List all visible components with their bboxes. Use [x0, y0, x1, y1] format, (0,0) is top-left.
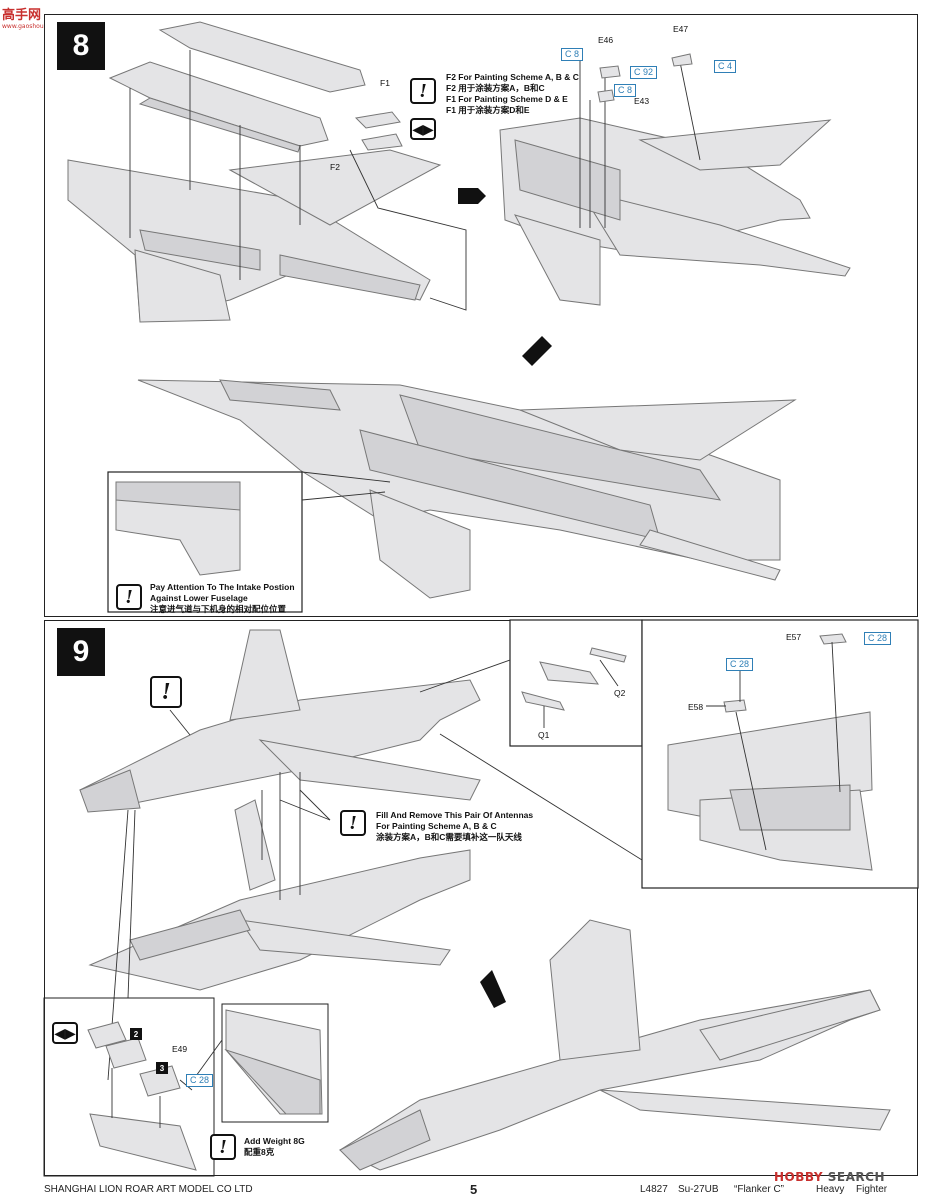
paint-code-c8-a: C 8	[561, 48, 584, 61]
paint-code-c4: C 4	[714, 60, 737, 73]
watermark-logo: 高手网 www.gaoshou.com	[2, 4, 58, 30]
weight-line-1: Add Weight 8G	[244, 1136, 305, 1146]
antenna-note: Fill And Remove This Pair Of Antennas Fo…	[376, 810, 533, 843]
sequence-badge-3: 3	[156, 1062, 168, 1074]
weight-note: Add Weight 8G 配重8克	[244, 1136, 305, 1158]
attention-line-3: 注意进气道与下机身的相对配位位置	[150, 604, 287, 614]
paint-code-c28-c: C 28	[186, 1074, 214, 1087]
hobbysearch-logo-a: HOBBY	[774, 1170, 824, 1184]
paint-code-c28-b: C 28	[726, 658, 754, 671]
paint-code-c28-a: C 28	[864, 632, 892, 645]
intake-warning-icon: !	[116, 584, 142, 610]
part-label-f2: F2	[330, 162, 340, 172]
watermark-brand: 高手网	[2, 8, 42, 23]
paint-note-line-1: F2 For Painting Scheme A, B & C	[446, 72, 579, 82]
step-8-paint-note: F2 For Painting Scheme A, B & C F2 用于涂装方…	[446, 72, 579, 116]
attention-line-2: Against Lower Fuselage	[150, 593, 248, 603]
sequence-badge-2: 2	[130, 1028, 142, 1040]
footer-kit-code: L4827	[640, 1184, 668, 1195]
footer-page-number: 5	[470, 1182, 478, 1197]
step-8-number: 8	[57, 22, 105, 70]
antenna-warning-icon: !	[340, 810, 366, 836]
paint-note-line-4: F1 用于涂装方案D和E	[446, 105, 530, 115]
antenna-line-3: 涂装方案A，B和C需要填补这一队天线	[376, 832, 522, 842]
attention-line-1: Pay Attention To The Intake Postion	[150, 582, 295, 592]
antenna-line-2: For Painting Scheme A, B & C	[376, 821, 497, 831]
part-label-e47: E47	[673, 24, 689, 34]
footer-type-2: Fighter	[856, 1184, 888, 1195]
weight-warning-icon: !	[210, 1134, 236, 1160]
hobbysearch-logo-b: SEARCH	[827, 1170, 885, 1184]
part-label-q2: Q2	[614, 688, 626, 698]
footer-type-1: Heavy	[816, 1184, 845, 1195]
part-label-e46: E46	[598, 35, 614, 45]
part-label-e49: E49	[172, 1044, 188, 1054]
step-8-illustration	[67, 21, 851, 613]
paint-code-c8-b: C 8	[614, 84, 637, 97]
footer-model: Su-27UB	[678, 1184, 719, 1195]
paint-note-line-2: F2 用于涂装方案A，B和C	[446, 83, 545, 93]
alternative-weight-icon: ◀▶	[52, 1022, 78, 1044]
weight-line-2: 配重8克	[244, 1147, 275, 1157]
paint-code-c92: C 92	[630, 66, 658, 79]
part-label-q1: Q1	[538, 730, 550, 740]
paint-note-line-3: F1 For Painting Scheme D & E	[446, 94, 568, 104]
intake-attention-note: Pay Attention To The Intake Postion Agai…	[150, 582, 295, 615]
watermark-url: www.gaoshou.com	[2, 23, 59, 30]
footer-company: SHANGHAI LION ROAR ART MODEL CO LTD	[44, 1184, 253, 1195]
hobbysearch-logo: HOBBY SEARCH	[774, 1170, 885, 1184]
step-9-number: 9	[57, 628, 105, 676]
antenna-line-1: Fill And Remove This Pair Of Antennas	[376, 810, 534, 820]
alternative-parts-icon: ◀▶	[410, 118, 436, 140]
part-label-f1: F1	[380, 78, 390, 88]
step-8-warning-icon: !	[410, 78, 436, 104]
part-label-e57: E57	[786, 632, 802, 642]
cockpit-warning-icon: !	[150, 676, 182, 708]
part-label-e58: E58	[688, 702, 704, 712]
part-label-e43: E43	[634, 96, 650, 106]
footer-name: “Flanker C”	[734, 1184, 785, 1195]
